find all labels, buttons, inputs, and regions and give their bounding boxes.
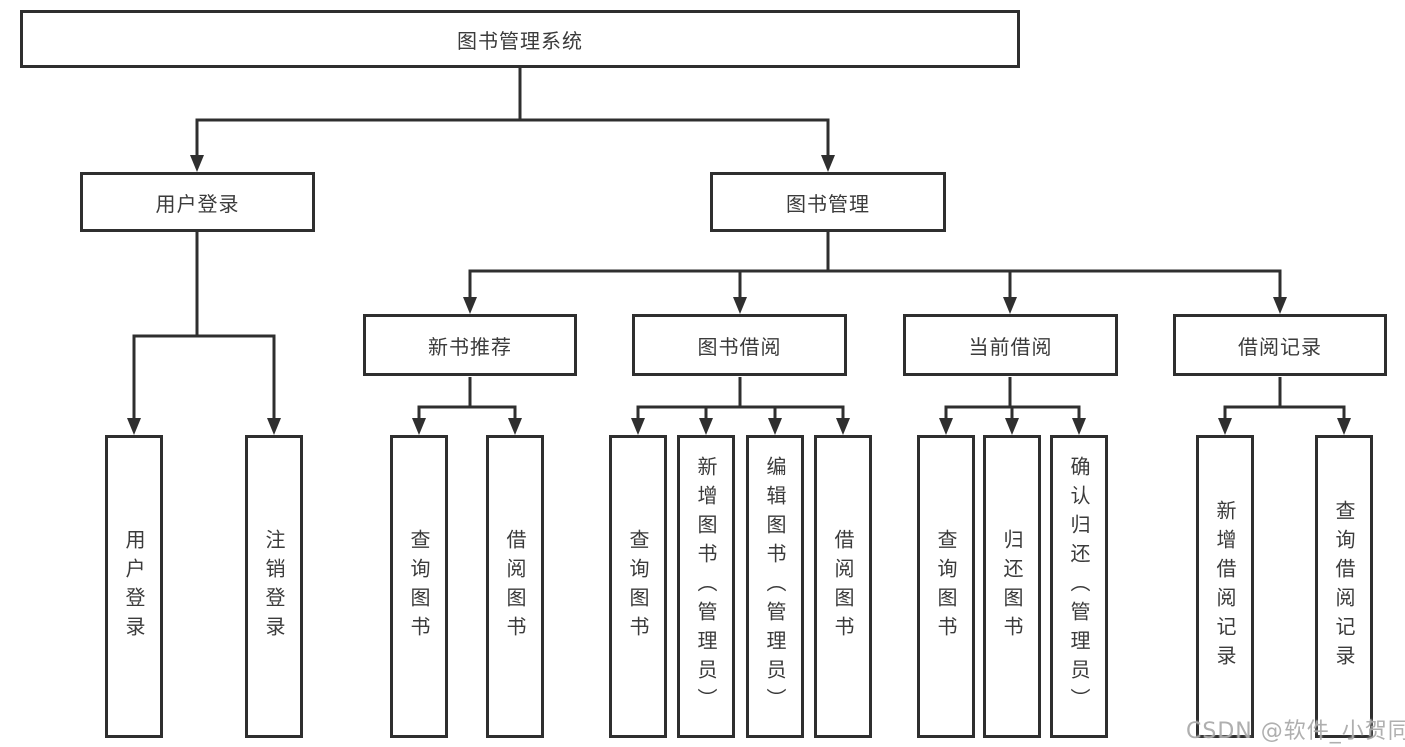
leaf-logout: 注销登录 [245, 435, 303, 738]
leaf-edit-book-admin: 编辑图书（管理员） [746, 435, 804, 738]
leaf-query-borrow-record: 查询借阅记录 [1315, 435, 1373, 738]
leaf-confirm-return-admin-label: 确认归还（管理员） [1067, 456, 1091, 717]
leaf-borrow-books-recommend: 借阅图书 [486, 435, 544, 738]
node-borrowing-records: 借阅记录 [1173, 314, 1387, 376]
leaf-query-books-recommend: 查询图书 [390, 435, 448, 738]
leaf-edit-book-admin-label: 编辑图书（管理员） [763, 456, 787, 717]
node-new-book-recommend: 新书推荐 [363, 314, 577, 376]
node-user-login: 用户登录 [80, 172, 315, 232]
leaf-query-borrow-record-label: 查询借阅记录 [1332, 499, 1356, 674]
leaf-user-login-label: 用户登录 [122, 528, 146, 645]
node-book-borrowing: 图书借阅 [632, 314, 847, 376]
leaf-query-books-recommend-label: 查询图书 [407, 528, 431, 645]
leaf-add-borrow-record-label: 新增借阅记录 [1213, 499, 1237, 674]
node-book-management: 图书管理 [710, 172, 946, 232]
leaf-add-book-admin-label: 新增图书（管理员） [694, 456, 718, 717]
leaf-return-books: 归还图书 [983, 435, 1041, 738]
leaf-return-books-label: 归还图书 [1000, 528, 1024, 645]
csdn-watermark: CSDN @软件_小贺同学 [1186, 719, 1405, 744]
leaf-query-books-current: 查询图书 [917, 435, 975, 738]
leaf-confirm-return-admin: 确认归还（管理员） [1050, 435, 1108, 738]
leaf-query-books-borrowing-label: 查询图书 [626, 528, 650, 645]
leaf-logout-label: 注销登录 [262, 528, 286, 645]
leaf-add-book-admin: 新增图书（管理员） [677, 435, 735, 738]
node-book-management-label: 图书管理 [786, 191, 870, 216]
node-book-borrowing-label: 图书借阅 [697, 334, 782, 359]
node-borrowing-records-label: 借阅记录 [1238, 334, 1322, 359]
leaf-query-books-borrowing: 查询图书 [609, 435, 667, 738]
leaf-add-borrow-record: 新增借阅记录 [1196, 435, 1254, 738]
node-root: 图书管理系统 [20, 10, 1020, 68]
node-current-borrowing-label: 当前借阅 [968, 334, 1053, 359]
leaf-borrow-books-borrowing-label: 借阅图书 [831, 528, 855, 645]
leaf-query-books-current-label: 查询图书 [934, 528, 958, 645]
node-current-borrowing: 当前借阅 [903, 314, 1118, 376]
node-new-book-recommend-label: 新书推荐 [428, 334, 512, 359]
node-root-label: 图书管理系统 [457, 28, 583, 53]
leaf-user-login: 用户登录 [105, 435, 163, 738]
node-user-login-label: 用户登录 [155, 191, 240, 216]
leaf-borrow-books-recommend-label: 借阅图书 [503, 528, 527, 645]
leaf-borrow-books-borrowing: 借阅图书 [814, 435, 872, 738]
